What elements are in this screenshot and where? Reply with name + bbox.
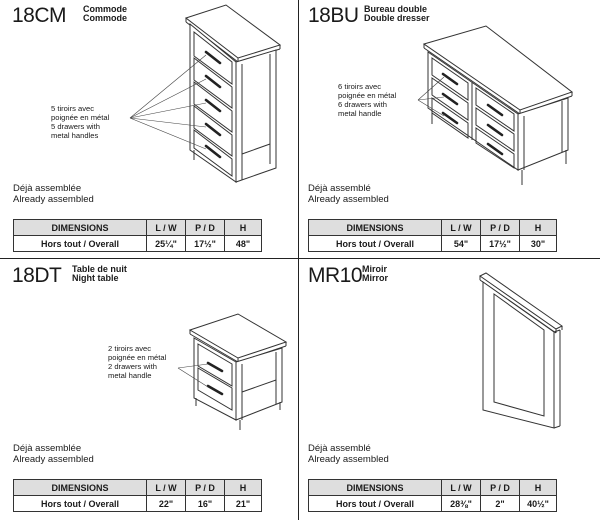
product-name-en: Night table: [72, 273, 119, 283]
product-code: 18CM: [12, 4, 67, 27]
product-name-fr: Bureau double: [364, 4, 428, 14]
table-header-row: DIMENSIONS L / W P / D H: [13, 219, 262, 236]
dresser-illustration: [417, 25, 574, 185]
product-name-en: Mirror: [362, 273, 389, 283]
table-row: Hors tout / Overall 28⅜" 2" 40½": [308, 495, 557, 512]
product-name-fr: Commode: [83, 4, 128, 14]
product-name-en: Double dresser: [364, 13, 430, 23]
product-18cm: 18CM Commode Commode: [0, 0, 300, 260]
assembly-note: Déjà assemblé Already assembled: [308, 183, 389, 205]
assembly-note: Déjà assemblée Already assembled: [13, 183, 94, 205]
product-name-en: Commode: [83, 13, 128, 23]
assembly-note: Déjà assemblé Already assembled: [308, 443, 389, 465]
table-row: Hors tout / Overall 25¼" 17½" 48": [13, 235, 262, 252]
product-name-fr: Table de nuit: [72, 264, 127, 274]
drawer-callout: 6 tiroirs avec poignée en métal 6 drawer…: [338, 82, 397, 118]
product-mr10: MR10 Miroir Mirror Déjà assemblé Already…: [300, 260, 600, 520]
product-names: Bureau double Double dresser: [364, 5, 430, 23]
drawer-callout: 2 tiroirs avec poignée en métal 2 drawer…: [108, 344, 167, 380]
table-row: Hors tout / Overall 22" 16" 21": [13, 495, 262, 512]
dimensions-table: DIMENSIONS L / W P / D H Hors tout / Ove…: [13, 479, 262, 512]
dimensions-table: DIMENSIONS L / W P / D H Hors tout / Ove…: [308, 219, 557, 252]
product-code: 18BU: [308, 4, 359, 27]
table-header-row: DIMENSIONS L / W P / D H: [13, 479, 262, 496]
mirror-illustration: [479, 272, 563, 429]
product-names: Table de nuit Night table: [72, 265, 127, 283]
commode-illustration: [129, 4, 282, 183]
product-names: Miroir Mirror: [362, 265, 388, 283]
horizontal-divider: [0, 258, 600, 259]
product-code: 18DT: [12, 264, 62, 287]
table-header-row: DIMENSIONS L / W P / D H: [308, 479, 557, 496]
product-names: Commode Commode: [83, 5, 127, 23]
assembly-note: Déjà assemblée Already assembled: [13, 443, 94, 465]
table-row: Hors tout / Overall 54" 17½" 30": [308, 235, 557, 252]
night-table-illustration: [177, 313, 288, 430]
product-name-fr: Miroir: [362, 264, 388, 274]
product-18dt: 18DT Table de nuit Night table: [0, 260, 300, 520]
dimensions-table: DIMENSIONS L / W P / D H Hors tout / Ove…: [13, 219, 262, 252]
product-18bu: 18BU Bureau double Double dresser: [300, 0, 600, 260]
drawer-callout: 5 tiroirs avec poignée en métal 5 drawer…: [51, 104, 110, 140]
dimensions-table: DIMENSIONS L / W P / D H Hors tout / Ove…: [308, 479, 557, 512]
vertical-divider: [298, 0, 299, 520]
product-code: MR10: [308, 264, 363, 287]
table-header-row: DIMENSIONS L / W P / D H: [308, 219, 557, 236]
